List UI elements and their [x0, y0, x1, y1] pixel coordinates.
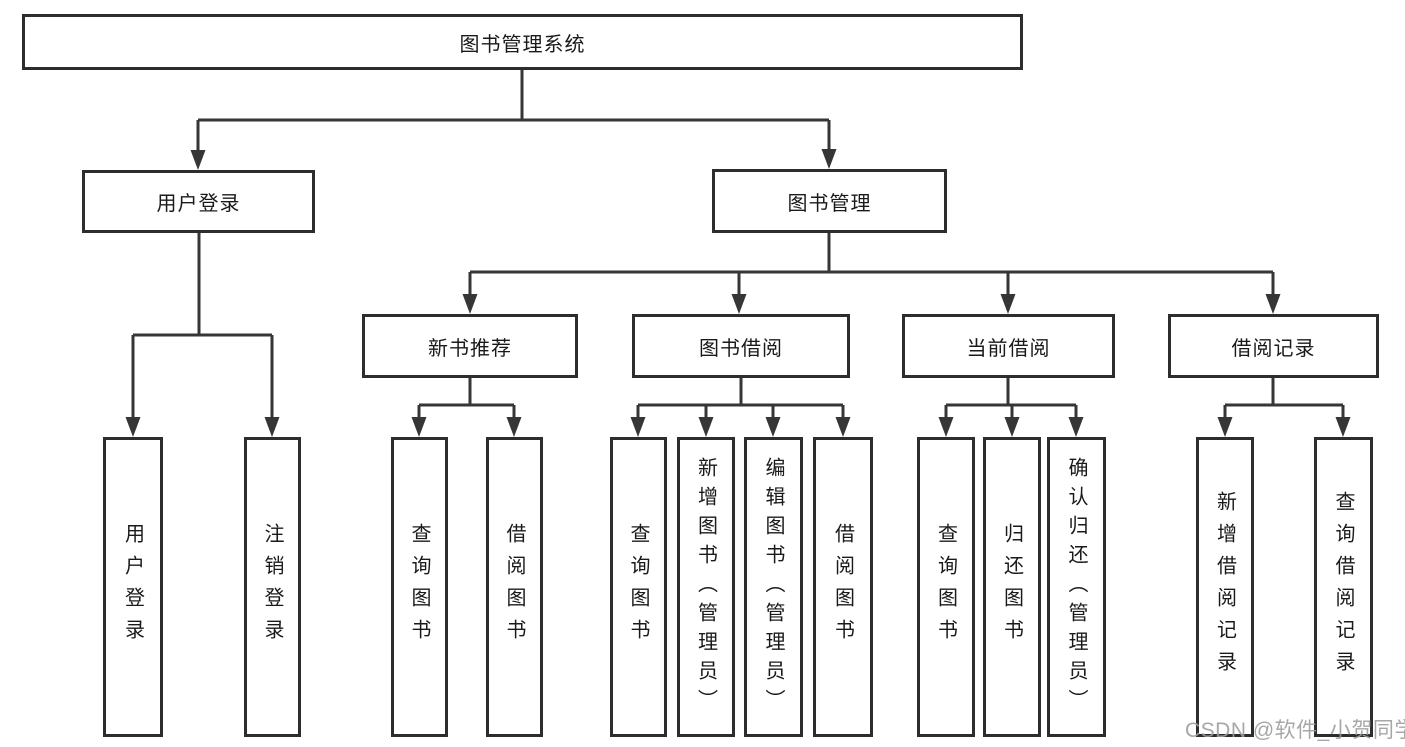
leaf-logout-label: 注销登录 [261, 523, 283, 651]
leaf-bb-query-books-label: 查询图书 [627, 523, 649, 651]
node-new-book-recommend: 新书推荐 [362, 314, 578, 378]
node-library-management-system: 图书管理系统 [22, 14, 1023, 70]
leaf-bb-borrow-books: 借阅图书 [813, 437, 873, 737]
leaf-nbr-borrow-books-label: 借阅图书 [503, 523, 525, 651]
leaf-cb-confirm-return-admin-label: 确认归还（管理员） [1065, 456, 1087, 718]
leaf-nbr-borrow-books: 借阅图书 [486, 437, 543, 737]
node-user-login: 用户登录 [82, 170, 315, 233]
leaf-br-add-record-label: 新增借阅记录 [1213, 491, 1236, 683]
leaf-cb-return-books: 归还图书 [983, 437, 1041, 737]
leaf-bb-borrow-books-label: 借阅图书 [831, 523, 854, 651]
leaf-nbr-query-books-label: 查询图书 [408, 523, 430, 651]
leaf-br-add-record: 新增借阅记录 [1196, 437, 1254, 737]
leaf-bb-edit-books-admin-label: 编辑图书（管理员） [762, 456, 784, 718]
leaf-cb-confirm-return-admin: 确认归还（管理员） [1047, 437, 1106, 737]
leaf-logout: 注销登录 [244, 437, 301, 737]
leaf-bb-add-books-admin-label: 新增图书（管理员） [694, 456, 717, 718]
leaf-cb-return-books-label: 归还图书 [1000, 523, 1023, 651]
node-current-borrow: 当前借阅 [902, 314, 1115, 378]
csdn-watermark: CSDN @软件_小贺同学 [1185, 719, 1405, 742]
leaf-br-query-record-label: 查询借阅记录 [1332, 491, 1354, 683]
leaf-bb-query-books: 查询图书 [610, 437, 667, 737]
node-borrow-record: 借阅记录 [1168, 314, 1379, 378]
node-book-borrow: 图书借阅 [632, 314, 850, 378]
leaf-bb-add-books-admin: 新增图书（管理员） [677, 437, 735, 737]
leaf-user-login: 用户登录 [103, 437, 163, 737]
leaf-nbr-query-books: 查询图书 [391, 437, 448, 737]
leaf-cb-query-books: 查询图书 [917, 437, 975, 737]
leaf-cb-query-books-label: 查询图书 [934, 523, 957, 651]
leaf-bb-edit-books-admin: 编辑图书（管理员） [744, 437, 803, 737]
leaf-user-login-label: 用户登录 [121, 523, 144, 651]
node-book-management: 图书管理 [712, 169, 947, 233]
leaf-br-query-record: 查询借阅记录 [1314, 437, 1373, 737]
